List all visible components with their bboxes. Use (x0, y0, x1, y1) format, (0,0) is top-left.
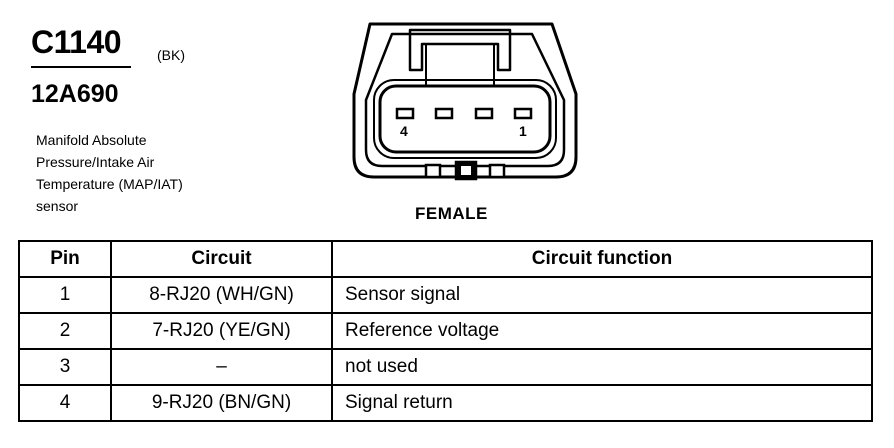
pin-label-right: 1 (519, 123, 527, 139)
connector-outer-shell (352, 22, 578, 179)
pin-cell: 2 (18, 312, 112, 350)
table-row: 1 8-RJ20 (WH/GN) Sensor signal (18, 276, 873, 314)
pin-slot-3 (434, 107, 454, 120)
circuit-cell: 9-RJ20 (BN/GN) (110, 384, 333, 422)
table-row: 4 9-RJ20 (BN/GN) Signal return (18, 384, 873, 422)
function-cell: Sensor signal (331, 276, 873, 314)
function-cell: Signal return (331, 384, 873, 422)
function-cell: Reference voltage (331, 312, 873, 350)
connector-id: C1140 (31, 24, 122, 60)
circuit-cell: 8-RJ20 (WH/GN) (110, 276, 333, 314)
table-header-row: Pin Circuit Circuit function (18, 240, 873, 278)
header-pin: Pin (18, 240, 112, 278)
table-row: 3 – not used (18, 348, 873, 386)
terminal-cavity (378, 84, 552, 154)
bottom-key-left (424, 163, 442, 179)
pin-slot-2 (474, 107, 494, 120)
pin-label-left: 4 (400, 123, 408, 139)
connector-id-underline (31, 66, 131, 68)
table-row: 2 7-RJ20 (YE/GN) Reference voltage (18, 312, 873, 350)
connector-color-code: (BK) (157, 47, 185, 63)
pin-slot-4 (395, 107, 415, 120)
circuit-cell: – (110, 348, 333, 386)
pin-table: Pin Circuit Circuit function 1 8-RJ20 (W… (18, 240, 873, 422)
header-circuit-function: Circuit function (331, 240, 873, 278)
pin-cell: 3 (18, 348, 112, 386)
header-circuit: Circuit (110, 240, 333, 278)
bottom-key-right (488, 163, 506, 179)
circuit-cell: 7-RJ20 (YE/GN) (110, 312, 333, 350)
function-cell: not used (331, 348, 873, 386)
connector-inner-shell (364, 32, 566, 168)
connector-face-diagram: 4 1 (352, 22, 578, 181)
connector-latch (408, 28, 512, 72)
connector-gender-label: FEMALE (415, 204, 488, 223)
pin-cell: 4 (18, 384, 112, 422)
pin-slot-1 (513, 107, 533, 120)
part-number: 12A690 (31, 80, 119, 108)
connector-description: Manifold Absolute Pressure/Intake Air Te… (36, 132, 183, 214)
pin-cell: 1 (18, 276, 112, 314)
